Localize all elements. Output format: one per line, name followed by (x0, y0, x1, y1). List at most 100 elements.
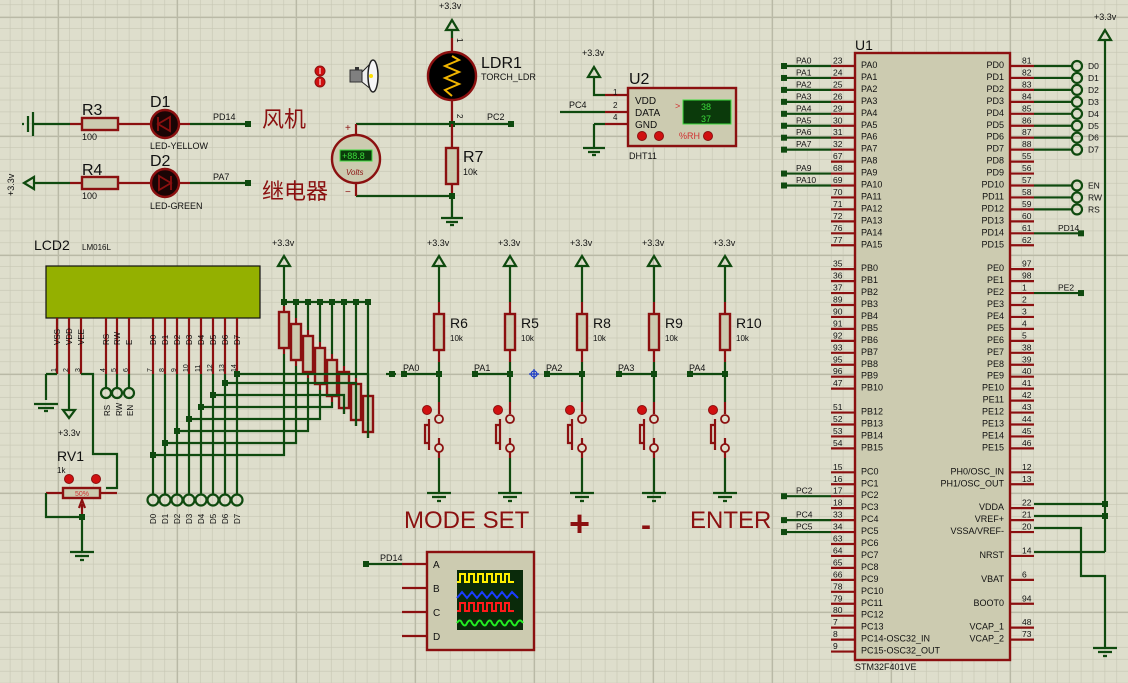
power-label: +3.3v (58, 428, 81, 438)
bus-terminal-label: D7 (233, 513, 242, 524)
resistor-r3[interactable] (80, 116, 120, 132)
rv1-slider[interactable] (61, 486, 102, 500)
mcu-pin-number: 77 (833, 235, 843, 245)
mcu-pin-number: 48 (1022, 617, 1032, 627)
ldr-ref: LDR1 (481, 55, 522, 72)
mcu-pin-number: 79 (833, 593, 843, 603)
mcu-pin-number: 33 (833, 510, 843, 520)
bus-terminal[interactable] (1070, 119, 1084, 132)
enter-label: ENTER (690, 507, 771, 534)
resistor-r7[interactable] (444, 146, 460, 186)
mcu-pin-name: PC1 (861, 478, 879, 488)
net-label: PA10 (796, 175, 816, 185)
mcu-pin-name: PC9 (861, 574, 879, 584)
scope-channel-a: A (433, 560, 440, 571)
mcu-pin-name: PE14 (982, 430, 1004, 440)
dht11-temp-down-button[interactable] (637, 131, 647, 141)
mcu-pin-name: PA12 (861, 203, 882, 213)
pullup-resistor[interactable] (277, 310, 291, 350)
mcu-pin-name: PD13 (981, 215, 1004, 225)
debug-updown-buttons[interactable] (314, 65, 326, 88)
lcd-pin-name: RW (113, 331, 122, 345)
ldr-type: TORCH_LDR (481, 72, 536, 82)
power-label: +3.3v (439, 1, 462, 11)
bus-terminal[interactable] (1070, 179, 1084, 192)
bus-terminal[interactable] (1070, 83, 1084, 97)
bus-terminal[interactable] (230, 493, 244, 507)
rv1-increase-button[interactable] (91, 474, 101, 484)
mcu-pin-name: PC4 (861, 514, 879, 524)
speaker-icon[interactable] (349, 59, 379, 93)
pullup-resistor[interactable] (575, 312, 589, 352)
dht11-ref: U2 (629, 71, 650, 88)
rv1-decrease-button[interactable] (64, 474, 74, 484)
bus-terminal[interactable] (1070, 191, 1084, 204)
pullup-resistor[interactable] (503, 312, 517, 352)
mcu-pin-number: 59 (1022, 199, 1032, 209)
bus-terminal-label: D5 (209, 513, 218, 524)
pullup-resistor[interactable] (301, 334, 315, 374)
resistor-value: 10k (736, 334, 750, 343)
lcd-pin-name: D3 (185, 334, 194, 345)
mcu-pin-number: 88 (1022, 139, 1032, 149)
voltmeter[interactable]: +88.8 Volts + − (330, 123, 382, 198)
pullup-resistor[interactable] (647, 312, 661, 352)
dht11-temp-up-button[interactable] (654, 131, 664, 141)
mcu-pin-number: 51 (833, 402, 843, 412)
bus-terminal[interactable] (1070, 107, 1084, 120)
pullup-resistor[interactable] (718, 312, 732, 352)
mcu-pin-name: PE0 (987, 263, 1004, 273)
mcu-pin-name: VCAP_1 (969, 622, 1004, 632)
lcd-pin-name: D5 (209, 334, 218, 345)
led-d1[interactable] (149, 108, 181, 140)
lcd-screen[interactable] (45, 265, 261, 319)
bus-terminal[interactable] (1070, 143, 1084, 156)
pullup-resistor[interactable] (289, 322, 303, 362)
mcu-pin-number: 57 (1022, 175, 1032, 185)
lcd-ref: LCD2 (34, 237, 70, 253)
diode-icon (158, 174, 173, 192)
resistor-ref: R6 (450, 315, 468, 331)
voltmeter-plus: + (345, 123, 351, 134)
lcd-pin-number: 4 (100, 368, 107, 372)
net-label: PC4 (796, 510, 813, 520)
mcu-pin-number: 18 (833, 498, 843, 508)
mcu-pin-number: 63 (833, 534, 843, 544)
bus-terminal[interactable] (1070, 71, 1084, 85)
mcu-pin-name: PA5 (861, 120, 877, 130)
ldr1[interactable] (426, 50, 478, 102)
mcu-pin-number: 69 (833, 175, 843, 185)
led-d2[interactable] (149, 167, 181, 199)
dht11-humidity-toggle[interactable] (703, 131, 713, 141)
bus-terminal[interactable] (1070, 95, 1084, 108)
lcd-pin-name: E (125, 340, 134, 345)
resistor-r4[interactable] (80, 175, 120, 191)
pullup-resistor[interactable] (432, 312, 446, 352)
bus-terminal-label: D2 (173, 513, 182, 524)
r4-value: 100 (82, 191, 97, 201)
mcu-pin-number: 37 (833, 283, 843, 293)
mcu-pin-number: 96 (833, 366, 843, 376)
mcu-pin-name: PC2 (861, 490, 879, 500)
mcu-pin-name: PE4 (987, 311, 1004, 321)
lcd-pin-number: 3 (75, 368, 82, 372)
terminal-rw: RW (115, 402, 124, 416)
pullup-resistor[interactable] (325, 358, 339, 398)
bus-terminal[interactable] (1070, 59, 1084, 73)
oscilloscope[interactable]: PD14 A B C D (363, 550, 536, 652)
dht11-type: DHT11 (629, 151, 657, 161)
pullup-resistor[interactable] (313, 346, 327, 386)
bus-terminal[interactable] (1070, 203, 1084, 216)
bus-terminal[interactable] (1070, 131, 1084, 144)
mcu-pin-number: 16 (833, 474, 843, 484)
mcu-pin-name: PH0/OSC_IN (950, 466, 1004, 476)
mcu-pin-number: 56 (1022, 163, 1032, 173)
mcu-body[interactable] (853, 51, 1012, 662)
mcu-pin-name: PD15 (981, 239, 1004, 249)
